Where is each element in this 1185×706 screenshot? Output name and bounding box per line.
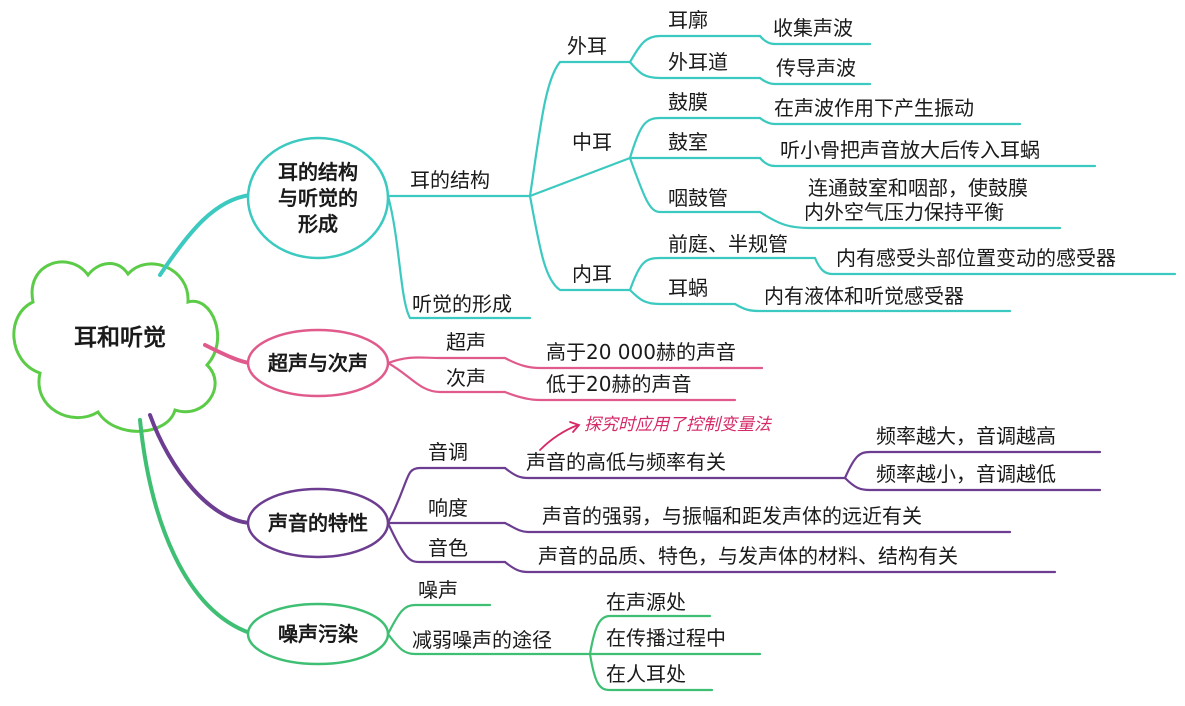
topic-ear[interactable]: 耳的结构 与听觉的 形成	[278, 160, 358, 236]
reduce-at-ear: 在人耳处	[606, 662, 686, 686]
middle-ear-label: 中耳	[572, 130, 612, 154]
eardrum-label: 鼓膜	[668, 90, 708, 114]
hearing-formation-label: 听觉的形成	[412, 292, 512, 316]
reduce-at-source: 在声源处	[606, 590, 686, 614]
timbre-definition: 声音的品质、特色，与发声体的材料、结构有关	[538, 544, 958, 568]
eustachian-tube-function-1: 连通鼓室和咽部，使鼓膜	[808, 176, 1028, 200]
ultrasound-definition: 高于20 000赫的声音	[546, 340, 736, 364]
branch-noise	[138, 418, 252, 635]
note-arrow	[539, 421, 581, 451]
pitch-definition: 声音的高低与频率有关	[526, 450, 726, 474]
vestibule-label: 前庭、半规管	[668, 232, 788, 256]
center-title: 耳和听觉	[74, 325, 166, 351]
eustachian-tube-label: 咽鼓管	[668, 186, 728, 210]
ear-canal-function: 传导声波	[776, 56, 856, 80]
loudness-label: 响度	[428, 496, 468, 520]
timbre-label: 音色	[428, 536, 468, 560]
ear-canal-label: 外耳道	[668, 50, 728, 74]
reduce-in-transit: 在传播过程中	[606, 626, 726, 650]
eardrum-function: 在声波作用下产生振动	[774, 96, 974, 120]
ultra-lines	[386, 356, 764, 402]
noise-label: 噪声	[418, 578, 458, 602]
loudness-definition: 声音的强弱，与振幅和距发声体的远近有关	[542, 504, 922, 528]
noise-lines	[386, 603, 762, 692]
outer-ear-label: 外耳	[567, 34, 607, 58]
topic-noise[interactable]: 噪声污染	[278, 622, 358, 646]
props-lines	[386, 450, 1102, 574]
topic-ultra[interactable]: 超声与次声	[268, 351, 368, 375]
branch-props	[148, 413, 252, 525]
branch-ear	[158, 193, 252, 277]
topic-props[interactable]: 声音的特性	[268, 511, 368, 535]
ear-lines	[386, 34, 1177, 320]
tympanic-cavity-function: 听小骨把声音放大后传入耳蜗	[780, 138, 1040, 162]
ear-structure-label: 耳的结构	[410, 168, 490, 192]
eustachian-tube-function-2: 内外空气压力保持平衡	[804, 200, 1004, 224]
reduce-noise-label: 减弱噪声的途径	[412, 628, 552, 652]
infrasound-definition: 低于20赫的声音	[546, 372, 692, 396]
cloud-center	[12, 260, 220, 433]
pitch-label: 音调	[428, 440, 468, 464]
pinna-function: 收集声波	[773, 16, 853, 40]
vestibule-function: 内有感受头部位置变动的感受器	[836, 246, 1116, 270]
ultrasound-label: 超声	[446, 330, 486, 354]
cochlea-label: 耳蜗	[668, 276, 708, 300]
inner-ear-label: 内耳	[572, 262, 612, 286]
infrasound-label: 次声	[446, 366, 486, 390]
tympanic-cavity-label: 鼓室	[668, 130, 708, 154]
pinna-label: 耳廓	[668, 8, 708, 32]
cochlea-function: 内有液体和听觉感受器	[764, 284, 964, 308]
pitch-low: 频率越小，音调越低	[876, 462, 1056, 486]
pitch-high: 频率越大，音调越高	[876, 424, 1056, 448]
pitch-note: 探究时应用了控制变量法	[584, 415, 771, 435]
